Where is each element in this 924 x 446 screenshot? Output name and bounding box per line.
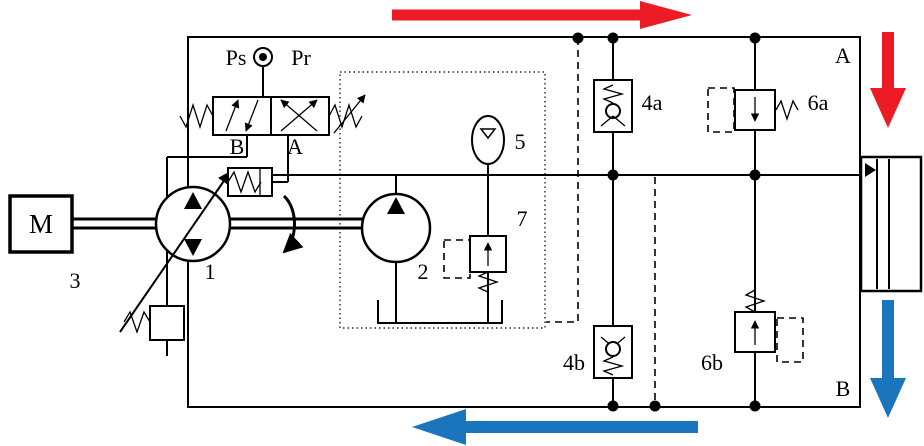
relief-7-spring bbox=[477, 271, 500, 293]
charge-pump-number: 2 bbox=[418, 259, 429, 284]
pilot-dashed-lines bbox=[546, 38, 656, 406]
relief-6a-number: 6a bbox=[808, 90, 829, 115]
charge-pump: 2 bbox=[360, 175, 432, 323]
check-valve-top: 4a bbox=[593, 79, 663, 133]
relief-valve-top: 6a bbox=[707, 87, 829, 133]
gas-triangle bbox=[479, 128, 497, 140]
flow-triangle-up bbox=[184, 192, 202, 209]
drive-shaft bbox=[72, 217, 366, 230]
shaft-rotation-arrow bbox=[282, 194, 304, 254]
accumulator: 5 bbox=[471, 115, 526, 175]
flow-triangle-down bbox=[184, 239, 202, 256]
return-flow-arrowhead-bottom bbox=[412, 409, 466, 445]
hydraulic-cylinder bbox=[859, 155, 923, 293]
line-b-label: B bbox=[836, 376, 851, 401]
proportional-arrow bbox=[333, 94, 366, 134]
check-4a-ball bbox=[605, 103, 621, 119]
junction-dots bbox=[572, 32, 761, 412]
check-valve-bottom: 4b bbox=[563, 325, 633, 379]
pilot-component-spring bbox=[123, 310, 151, 334]
valve-spring-left bbox=[179, 102, 214, 130]
actuator-spring bbox=[227, 170, 262, 194]
relief-6a-pilot-box bbox=[707, 87, 735, 133]
check-4a-spring bbox=[602, 84, 625, 104]
relief-6a-spring bbox=[775, 99, 799, 122]
valve-port-a-label: A bbox=[287, 134, 303, 159]
variable-pump: 1 bbox=[119, 170, 232, 333]
relief-6b-pilot-box bbox=[776, 317, 804, 363]
tank-bracket bbox=[377, 300, 503, 324]
pilot-supply-label: Ps bbox=[226, 45, 247, 70]
flow-arrows bbox=[392, 1, 906, 445]
electric-motor: M 3 bbox=[8, 194, 81, 293]
return-flow-arrowhead-right bbox=[870, 378, 906, 418]
swash-actuator bbox=[227, 167, 273, 197]
forward-flow-arrowhead-top bbox=[640, 1, 692, 29]
charge-relief-valve: 7 bbox=[443, 175, 528, 323]
pilot-valve: Ps Pr B A bbox=[179, 45, 366, 159]
valve-port-b-label: B bbox=[230, 134, 245, 159]
pilot-component-body bbox=[149, 305, 185, 341]
variable-pump-body bbox=[154, 185, 232, 263]
motor-number: 3 bbox=[70, 268, 81, 293]
check-4a-seat bbox=[600, 115, 626, 127]
pilot-return-label: Pr bbox=[291, 45, 311, 70]
check-4b-spring bbox=[602, 356, 625, 376]
relief-6b-number: 6b bbox=[701, 350, 723, 375]
actuator-body bbox=[227, 167, 273, 197]
flow-triangle bbox=[387, 197, 405, 214]
valve-spring-right bbox=[328, 102, 363, 130]
relief-6b-spring bbox=[744, 289, 767, 313]
pilot-line-top bbox=[546, 38, 579, 323]
relief-7-pilot-box bbox=[443, 239, 471, 279]
valve-position-left bbox=[212, 96, 272, 136]
check-4b-ball bbox=[605, 341, 621, 357]
piston-arrow bbox=[865, 163, 876, 177]
pilot-bottom-component bbox=[123, 305, 185, 341]
charge-group-enclosure bbox=[339, 71, 546, 329]
cylinder-body bbox=[859, 155, 923, 293]
forward-flow-arrowhead-right bbox=[870, 88, 906, 128]
motor-label: M bbox=[29, 209, 53, 239]
motor-box bbox=[8, 194, 74, 254]
accumulator-number: 5 bbox=[515, 129, 526, 154]
check-4b-number: 4b bbox=[563, 350, 585, 375]
relief-7-number: 7 bbox=[517, 206, 528, 231]
charge-pump-body bbox=[360, 192, 432, 264]
accumulator-body bbox=[471, 115, 505, 165]
variable-pump-number: 1 bbox=[205, 259, 216, 284]
line-a-label: A bbox=[835, 43, 851, 68]
variable-displacement-arrow bbox=[119, 170, 231, 333]
check-4a-number: 4a bbox=[642, 90, 663, 115]
relief-valve-bottom: 6b bbox=[701, 289, 804, 375]
